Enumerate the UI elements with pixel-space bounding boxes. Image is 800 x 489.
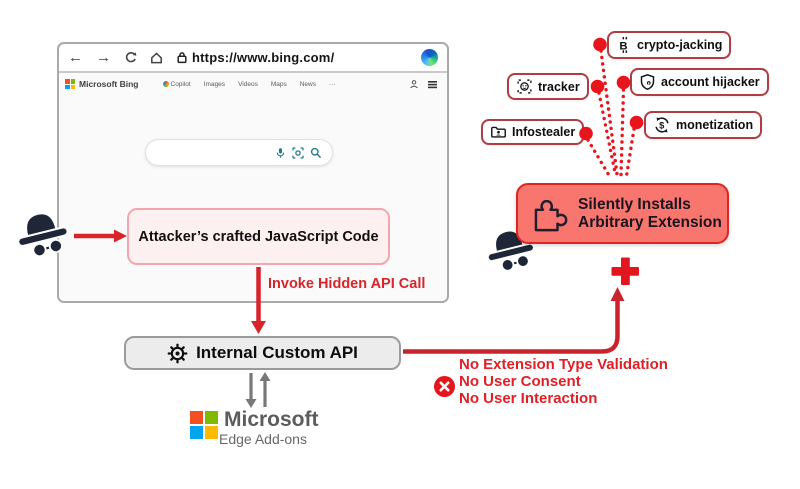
- dollar-cycle-icon: $: [653, 116, 671, 134]
- bing-nav-maps[interactable]: Maps: [270, 80, 287, 88]
- lock-icon: [176, 51, 188, 64]
- invoke-hidden-api-label: Invoke Hidden API Call: [268, 276, 426, 292]
- folder-person-icon: [490, 124, 507, 140]
- extension-monetization: $ monetization: [644, 111, 763, 139]
- violation-item: No User Consent: [459, 373, 581, 390]
- back-button[interactable]: ←: [68, 49, 83, 66]
- address-bar[interactable]: https://www.bing.com/: [176, 50, 334, 65]
- copilot-icon: [162, 81, 169, 87]
- internal-custom-api-box: Internal Custom API: [124, 336, 401, 370]
- microsoft-bing-logo-icon: [65, 79, 75, 89]
- violation-item: No Extension Type Validation: [459, 356, 668, 373]
- extension-infostealer: Infostealer: [481, 119, 585, 145]
- edge-addons-label: Edge Add-ons: [219, 431, 307, 447]
- attacker-js-code-box: Attacker’s crafted JavaScript Code: [127, 208, 390, 265]
- extension-dotted-lines: [586, 49, 636, 179]
- plus-icon: [611, 257, 639, 285]
- svg-text:$: $: [659, 120, 665, 130]
- internal-custom-api-label: Internal Custom API: [196, 343, 358, 362]
- forward-button[interactable]: →: [96, 49, 111, 66]
- menu-icon[interactable]: [428, 80, 437, 89]
- violations-list: No Extension Type Validation No User Con…: [459, 356, 668, 407]
- bing-nav-news[interactable]: News: [299, 80, 316, 88]
- mic-icon[interactable]: [275, 147, 286, 159]
- extension-account-hijacker: account hijacker: [630, 68, 769, 96]
- bing-nav-videos[interactable]: Videos: [238, 80, 258, 88]
- search-input[interactable]: [145, 139, 333, 166]
- bitcoin-icon: B: [616, 36, 632, 54]
- attacker-spy-icon: [12, 204, 72, 262]
- silently-installs-box: Silently Installs Arbitrary Extension: [516, 183, 729, 244]
- microsoft-logo-icon: [190, 411, 218, 439]
- search-icon[interactable]: [310, 147, 322, 159]
- face-tracking-icon: [516, 78, 533, 95]
- browser-toolbar: ← → https://www.bing.com/: [59, 44, 447, 73]
- profile-icon[interactable]: [409, 79, 419, 89]
- install-line2: Arbitrary Extension: [578, 213, 722, 231]
- shield-person-icon: [639, 73, 656, 91]
- visual-search-icon[interactable]: [292, 146, 304, 159]
- bing-page: Microsoft Bing Copilot Images Videos Map…: [59, 73, 447, 301]
- x-circle-icon: [434, 376, 455, 397]
- home-button[interactable]: [150, 51, 163, 64]
- attacker-js-code-label: Attacker’s crafted JavaScript Code: [138, 228, 379, 245]
- edge-logo-icon: [421, 49, 438, 66]
- extension-crypto-jacking: B crypto-jacking: [607, 31, 732, 59]
- extension-tracker: tracker: [507, 73, 589, 100]
- bing-nav-images[interactable]: Images: [203, 80, 226, 88]
- bing-brand-text: Microsoft Bing: [79, 79, 139, 89]
- url-text[interactable]: https://www.bing.com/: [192, 50, 335, 65]
- microsoft-label: Microsoft: [224, 408, 319, 431]
- gear-icon: [167, 343, 188, 364]
- svg-text:B: B: [619, 41, 627, 53]
- bing-nav-more[interactable]: ···: [329, 80, 336, 88]
- puzzle-icon: [531, 195, 568, 232]
- install-line1: Silently Installs: [578, 195, 691, 213]
- violation-item: No User Interaction: [459, 390, 598, 407]
- sync-arrows: [245, 372, 271, 408]
- refresh-button[interactable]: [124, 51, 137, 64]
- bing-nav-copilot[interactable]: Copilot: [162, 81, 191, 88]
